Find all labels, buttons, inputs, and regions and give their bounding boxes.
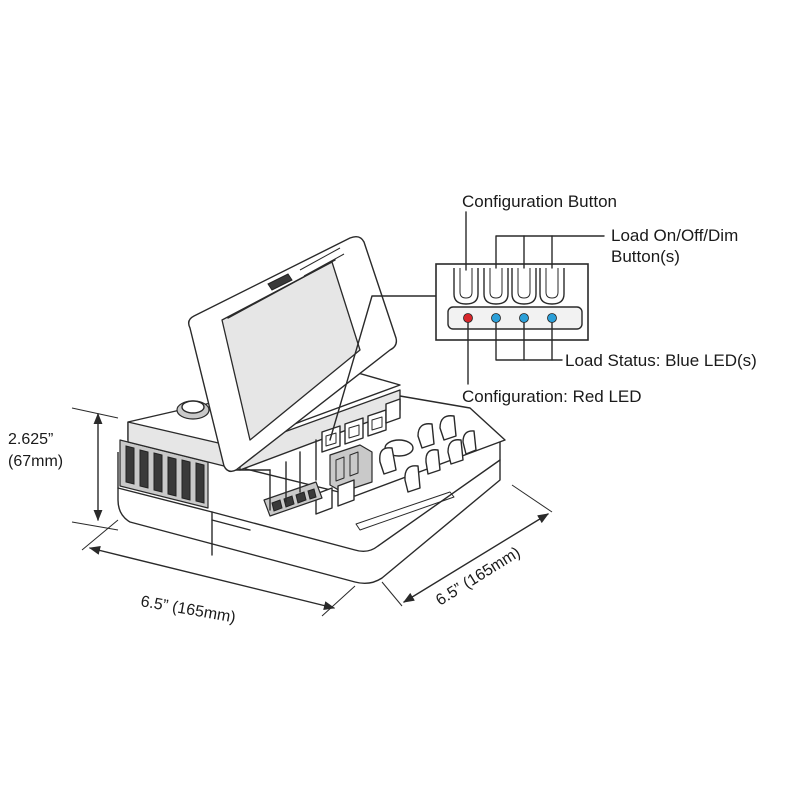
wire-clamps [379,415,477,493]
blue-led-1 [491,313,501,323]
callout-inset: Configuration Button Load On/Off/Dim But… [329,192,757,441]
width-label: 6.5” (165mm) [139,593,237,626]
label-load-status: Load Status: Blue LED(s) [565,351,757,370]
terminal-block [315,444,373,515]
housing-lower-edge [117,459,501,553]
heat-sink-fins [119,439,209,509]
label-load-button-2: Button(s) [611,247,680,266]
inset-leader [329,295,437,441]
deck-slot [355,491,455,531]
label-load-button-1: Load On/Off/Dim [611,226,738,245]
blue-led-3 [547,313,557,323]
rj-ports [321,398,401,453]
label-config-led: Configuration: Red LED [462,387,642,406]
blue-led-2 [519,313,529,323]
config-button-shape [453,268,479,305]
housing-step-line [211,519,251,531]
load-button-shape-3 [539,268,565,305]
led-strip [447,306,583,330]
label-config-button: Configuration Button [462,192,617,211]
depth-label: 6.5” (165mm) [433,544,523,609]
depth-dimension-line [403,513,549,603]
red-led [463,313,473,323]
lid-latch [267,273,293,291]
height-label-1: 2.625” [8,431,53,448]
load-button-shape-2 [511,268,537,305]
height-label-2: (67mm) [8,453,63,470]
width-dimension-line [88,546,336,610]
load-button-shape-1 [483,268,509,305]
